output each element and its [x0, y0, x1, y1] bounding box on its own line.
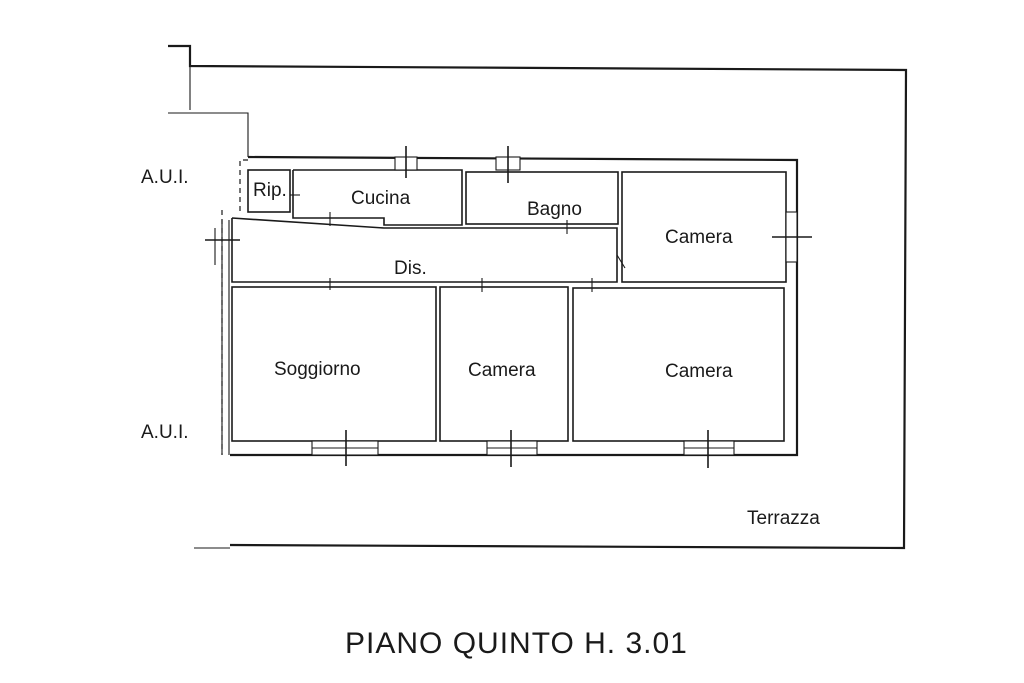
room-ripostiglio [247, 169, 291, 213]
label-aui-bottom: A.U.I. [141, 422, 189, 443]
label-camera-top: Camera [665, 227, 733, 248]
label-terrazza: Terrazza [747, 508, 820, 529]
apartment-outer-wall [221, 155, 799, 457]
label-soggiorno: Soggiorno [274, 359, 361, 380]
room-camera-right [572, 287, 785, 442]
label-camera-right: Camera [665, 361, 733, 382]
door-marks [329, 212, 626, 292]
label-cucina: Cucina [351, 188, 411, 209]
room-cucina [292, 169, 463, 226]
label-aui-top: A.U.I. [141, 167, 189, 188]
windows [205, 146, 812, 468]
room-bagno [465, 171, 619, 225]
plan-title: PIANO QUINTO H. 3.01 [345, 627, 688, 660]
terrace-boundary [168, 44, 908, 550]
label-ripostiglio: Rip. [253, 180, 287, 201]
label-disimpegno: Dis. [394, 258, 427, 279]
label-camera-middle: Camera [468, 360, 536, 381]
label-bagno: Bagno [527, 199, 582, 220]
